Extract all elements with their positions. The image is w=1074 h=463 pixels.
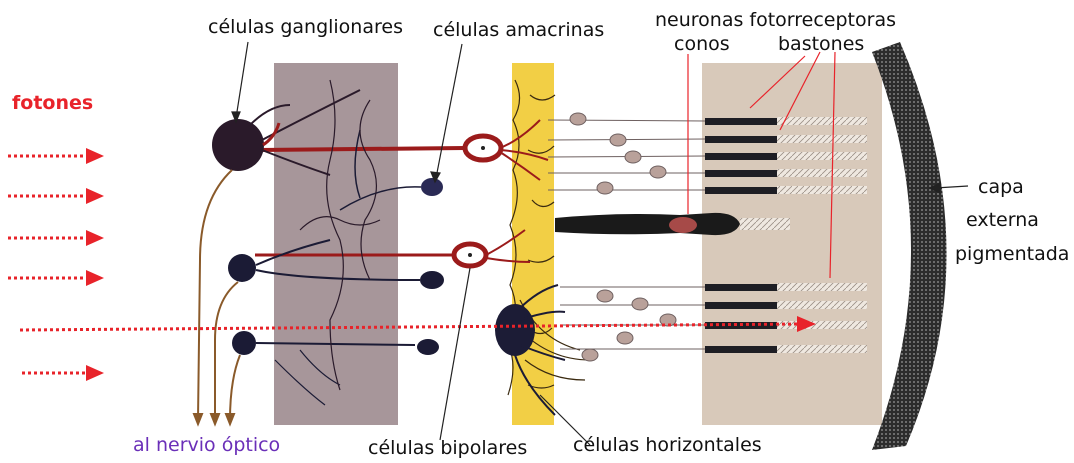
pigment-layer-arc [872, 42, 947, 450]
pigment-layer-label-line2: externa [966, 211, 1039, 230]
pigment-layer-label-line1: capa [978, 178, 1024, 197]
ganglion-cells-label: células ganglionares [208, 18, 403, 37]
photon-arrows [8, 148, 816, 381]
optic-nerve-label: al nervio óptico [133, 436, 280, 455]
amacrine-cells-label: células amacrinas [433, 21, 604, 40]
horizontal-layer-band [512, 63, 554, 425]
photons-label: fotones [12, 94, 93, 113]
cones-label: conos [674, 35, 730, 54]
ganglion-layer-band [274, 63, 398, 425]
bipolar-cells-label: células bipolares [368, 439, 527, 458]
horizontal-cells-label: células horizontales [573, 436, 762, 455]
photoreceptor-neurons-label: neuronas fotorreceptoras [655, 11, 896, 30]
pigment-layer-label-line3: pigmentada [955, 245, 1069, 264]
rods-label: bastones [778, 35, 864, 54]
optic-nerve-axons [194, 170, 240, 424]
